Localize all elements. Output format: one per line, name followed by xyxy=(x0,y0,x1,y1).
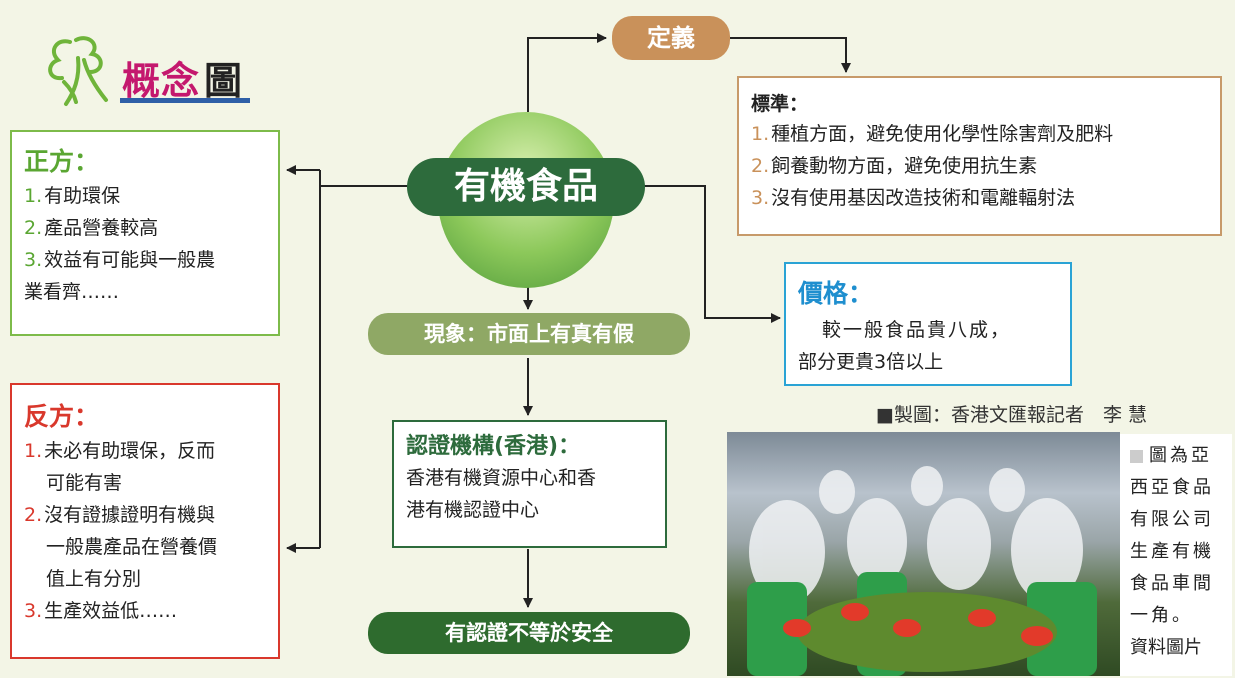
standard-num-1: 1. xyxy=(751,123,770,145)
phenomenon-label: 現象：市面上有真有假 xyxy=(424,322,634,346)
standard-heading: 標準： xyxy=(751,93,809,115)
pros-item-3a: 效益有可能與一般農 xyxy=(44,249,216,271)
cons-item-1a: 未必有助環保，反而 xyxy=(44,440,216,462)
price-line-1: 較一般食品貴八成， xyxy=(822,319,1012,341)
title-underline xyxy=(120,98,250,103)
certification-line-1: 香港有機資源中心和香 xyxy=(406,467,597,489)
standard-item-3: 沒有使用基因改造技術和電離輻射法 xyxy=(771,187,1076,209)
arrow-center-to-price xyxy=(640,185,781,323)
price-line-2: 部分更貴3倍以上 xyxy=(798,351,944,373)
cons-item-2a: 沒有證據證明有機與 xyxy=(44,504,216,526)
center-label-banner: 有機食品 xyxy=(407,158,645,216)
definition-pill: 定義 xyxy=(612,16,730,60)
caption-line-1: 圖為亞 xyxy=(1149,445,1212,466)
standard-num-3: 3. xyxy=(751,187,770,209)
center-label: 有機食品 xyxy=(453,166,598,207)
price-heading: 價格： xyxy=(798,279,874,308)
caption-line-4: 生產有機 xyxy=(1130,541,1214,562)
cons-box: 反方： 1.未必有助環保，反而 可能有害 2.沒有證據證明有機與 一般農產品在營… xyxy=(10,383,280,659)
factory-photo xyxy=(727,432,1120,676)
photo-caption: 圖為亞 西亞食品 有限公司 生產有機 食品車間 一角。 資料圖片 xyxy=(1120,434,1232,676)
cons-num-3: 3. xyxy=(24,600,43,622)
phenomenon-pill: 現象：市面上有真有假 xyxy=(368,313,690,355)
pros-item-3b: 業看齊…… xyxy=(24,281,120,303)
pros-item-2: 產品營養較高 xyxy=(44,217,159,239)
cons-item-2c: 值上有分別 xyxy=(46,568,142,590)
standard-box: 標準： 1.種植方面，避免使用化學性除害劑及肥料 2.飼養動物方面，避免使用抗生… xyxy=(737,76,1222,236)
arrow-definition-to-standard xyxy=(730,37,851,73)
caption-line-3: 有限公司 xyxy=(1130,509,1214,530)
title-logo: 概念 圖 xyxy=(40,30,280,110)
cons-num-2: 2. xyxy=(24,504,43,526)
standard-item-2: 飼養動物方面，避免使用抗生素 xyxy=(771,155,1038,177)
cons-item-1b: 可能有害 xyxy=(46,472,123,494)
caption-line-6: 一角。 xyxy=(1130,605,1193,626)
price-box: 價格： 較一般食品貴八成， 部分更貴3倍以上 xyxy=(784,262,1072,386)
definition-label: 定義 xyxy=(647,24,695,52)
certification-box: 認證機構(香港)： 香港有機資源中心和香 港有機認證中心 xyxy=(392,420,667,548)
standard-num-2: 2. xyxy=(751,155,770,177)
cons-item-2b: 一般農產品在營養價 xyxy=(46,536,218,558)
cons-heading: 反方： xyxy=(24,402,100,431)
title-highlight: 概念 xyxy=(122,59,201,103)
pros-num-3: 3. xyxy=(24,249,43,271)
pros-heading: 正方： xyxy=(24,147,100,176)
photo-illustration xyxy=(747,466,1097,676)
cons-item-3: 生產效益低…… xyxy=(44,600,178,622)
certification-heading: 認證機構(香港)： xyxy=(406,434,581,459)
conclusion-pill: 有認證不等於安全 xyxy=(368,612,690,654)
title-suffix: 圖 xyxy=(204,59,243,103)
caption-line-5: 食品車間 xyxy=(1130,573,1214,594)
credit-text: ■製圖：香港文匯報記者 李 慧 xyxy=(876,404,1147,426)
caption-line-2: 西亞食品 xyxy=(1130,477,1214,498)
conclusion-label: 有認證不等於安全 xyxy=(445,621,613,645)
caption-square-icon xyxy=(1130,449,1143,463)
cons-num-1: 1. xyxy=(24,440,43,462)
pros-num-2: 2. xyxy=(24,217,43,239)
pros-item-1: 有助環保 xyxy=(44,185,121,207)
tree-icon xyxy=(48,36,108,106)
pros-num-1: 1. xyxy=(24,185,43,207)
caption-line-7: 資料圖片 xyxy=(1130,637,1202,658)
standard-item-1: 種植方面，避免使用化學性除害劑及肥料 xyxy=(771,123,1114,145)
pros-box: 正方： 1.有助環保 2.產品營養較高 3.效益有可能與一般農 業看齊…… xyxy=(10,130,280,336)
arrow-center-to-definition xyxy=(527,33,607,112)
certification-line-2: 港有機認證中心 xyxy=(406,499,540,521)
